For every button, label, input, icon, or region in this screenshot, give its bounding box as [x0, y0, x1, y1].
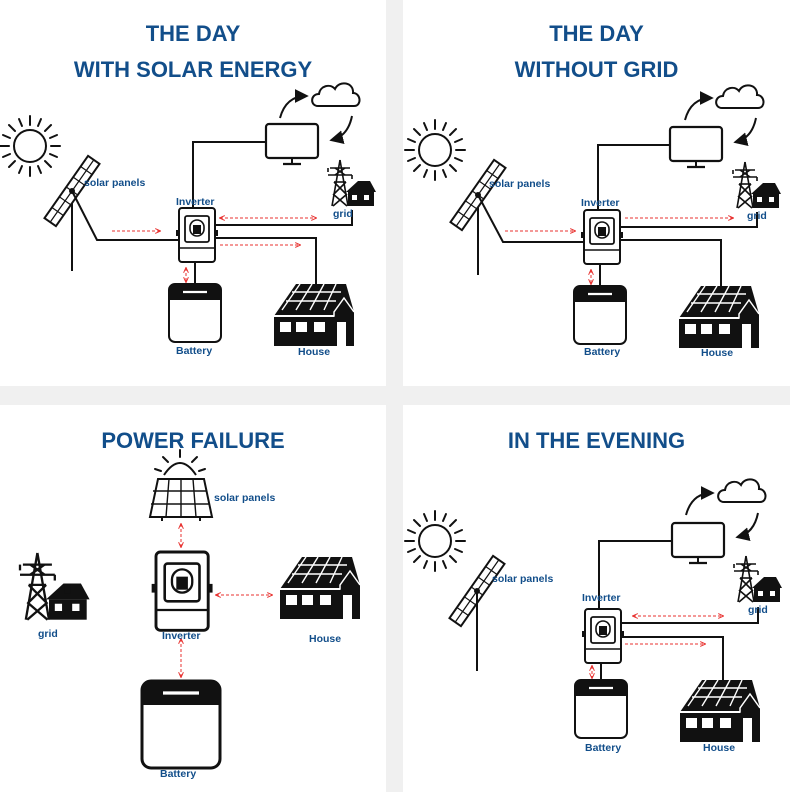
- battery-icon: [167, 282, 223, 344]
- label-house: House: [309, 633, 342, 645]
- monitor-icon: [670, 521, 726, 565]
- label-inverter: Inverter: [581, 197, 620, 209]
- label-inverter: Inverter: [176, 196, 215, 208]
- grid-icon: [733, 555, 783, 603]
- label-grid: grid: [333, 208, 353, 220]
- panel-in-the-evening: IN THE EVENING solar panels Inverter gri…: [403, 405, 790, 792]
- panel-day-without-grid: THE DAY WITHOUT GRID solar panels Invert…: [403, 0, 790, 386]
- label-battery: Battery: [584, 346, 621, 358]
- solar-panel-icon: [43, 154, 101, 272]
- sun-icon: [404, 510, 466, 572]
- house-icon: [679, 679, 761, 743]
- label-solar-panels: solar panels: [214, 492, 276, 504]
- panel-day-with-solar-energy: THE DAY WITH SOLAR ENERGY solar panels I…: [0, 0, 386, 386]
- diagram-power-failure: [18, 449, 361, 770]
- diagram-day-without-grid: [404, 84, 782, 349]
- panel-power-failure: POWER FAILURE: [0, 405, 386, 792]
- panel-title-line1: THE DAY: [549, 21, 644, 46]
- diagram-day-with-solar: [0, 82, 377, 347]
- inverter-icon: [150, 550, 215, 632]
- label-grid: grid: [38, 628, 58, 640]
- label-battery: Battery: [160, 768, 197, 780]
- panel-title: IN THE EVENING: [507, 428, 686, 453]
- label-house: House: [703, 742, 736, 754]
- label-solar-panels: solar panels: [489, 178, 551, 190]
- panel-title-line1: THE DAY: [145, 21, 241, 46]
- label-solar-panels: solar panels: [84, 177, 146, 189]
- battery-icon: [140, 679, 222, 770]
- grid-icon: [732, 161, 782, 209]
- label-house: House: [701, 347, 734, 359]
- label-inverter: Inverter: [162, 630, 201, 642]
- cloud-icon: [311, 82, 361, 107]
- sun-icon: [404, 119, 466, 181]
- label-inverter: Inverter: [582, 592, 621, 604]
- house-icon: [678, 285, 760, 349]
- grid-icon: [18, 551, 91, 621]
- panel-title: POWER FAILURE: [101, 428, 285, 453]
- label-battery: Battery: [585, 742, 622, 754]
- cloud-icon: [717, 478, 767, 503]
- monitor-icon: [668, 125, 724, 169]
- sun-icon: [0, 115, 61, 177]
- house-icon: [273, 283, 355, 347]
- inverter-icon: [580, 209, 624, 265]
- label-solar-panels: solar panels: [492, 573, 554, 585]
- label-house: House: [298, 346, 331, 358]
- cloud-icon: [715, 84, 765, 109]
- battery-icon: [572, 284, 628, 346]
- house-icon: [279, 556, 361, 620]
- label-battery: Battery: [176, 345, 213, 357]
- solar-array-icon: [148, 449, 214, 521]
- diagram-in-the-evening: [404, 478, 783, 743]
- label-grid: grid: [748, 604, 768, 616]
- panel-title-line2: WITH SOLAR ENERGY: [73, 57, 313, 82]
- label-grid: grid: [747, 210, 767, 222]
- inverter-icon: [175, 207, 219, 263]
- inverter-icon: [581, 608, 625, 664]
- battery-icon: [573, 678, 629, 740]
- grid-icon: [327, 159, 377, 207]
- panel-title-line2: WITHOUT GRID: [514, 57, 679, 82]
- monitor-icon: [264, 122, 320, 166]
